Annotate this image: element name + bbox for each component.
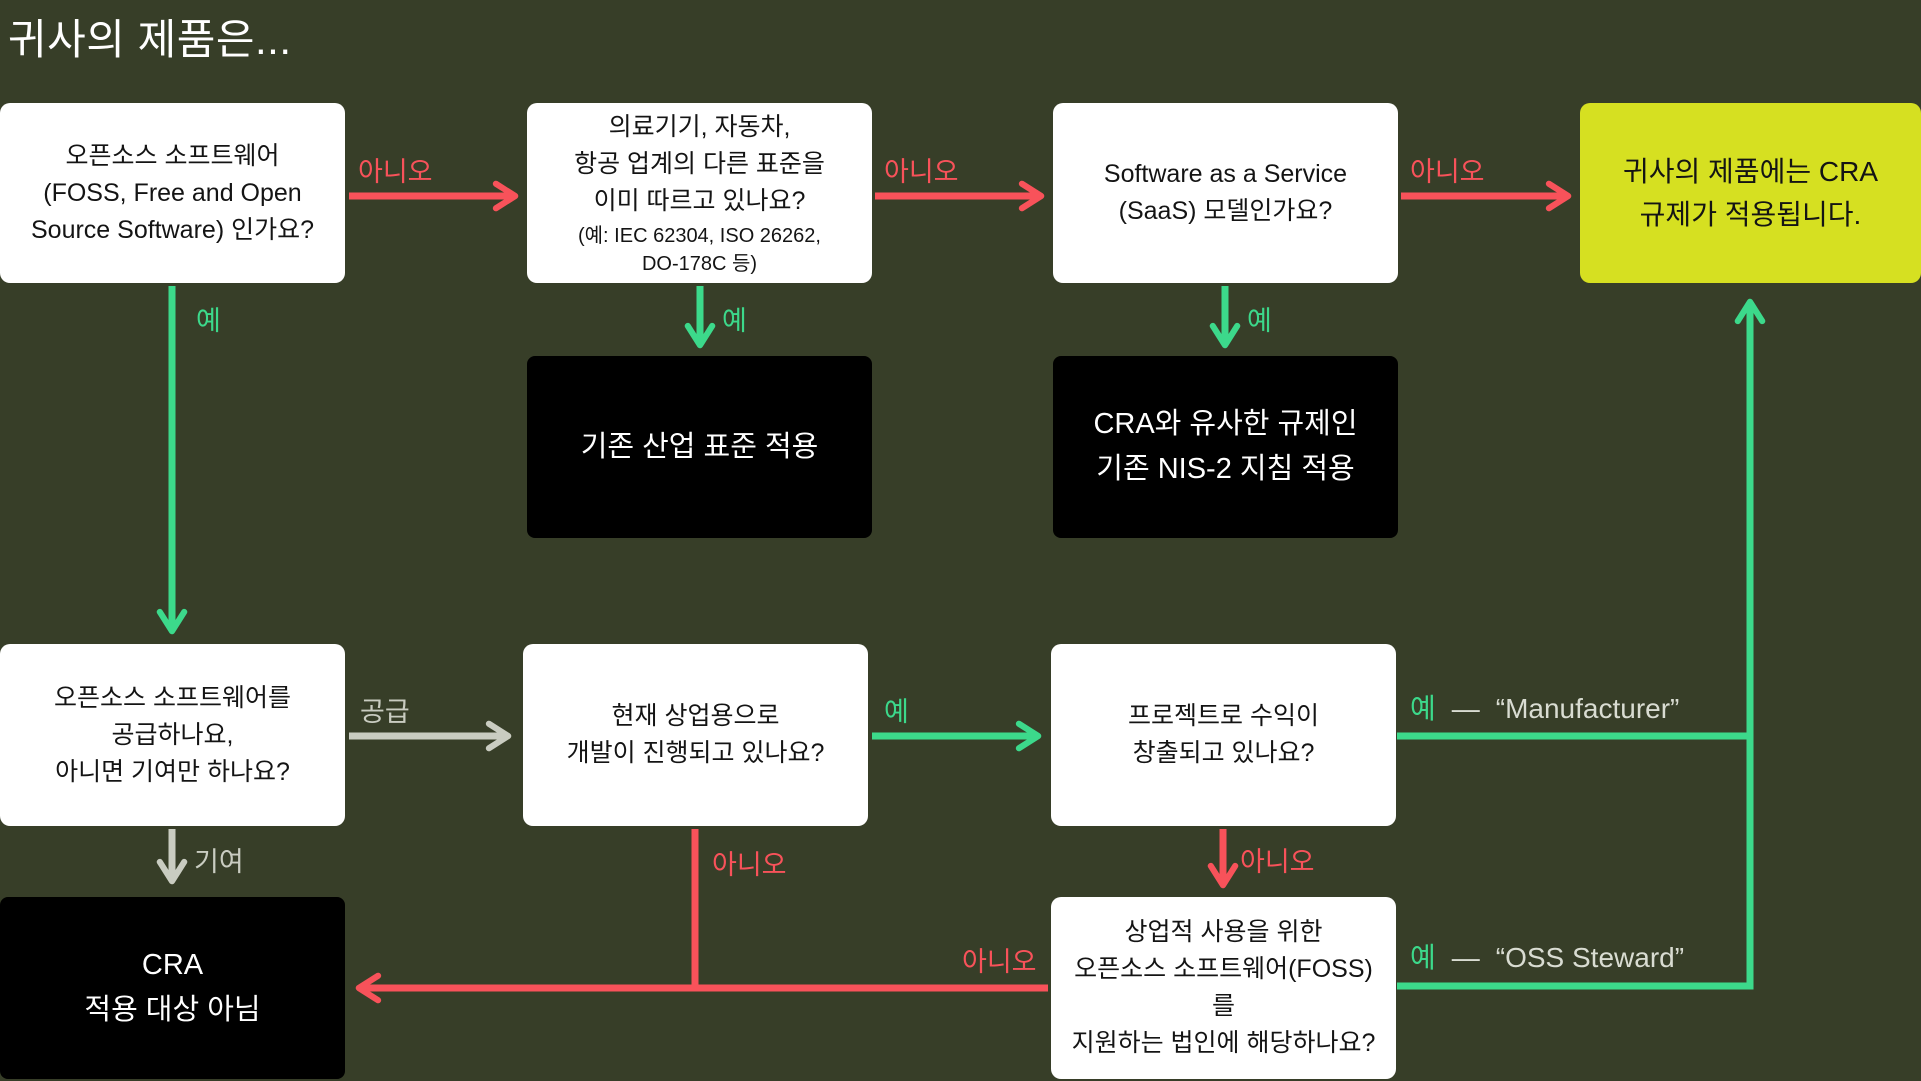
label-contribute: 기여 — [194, 847, 244, 877]
node-q-commercial-development: 현재 상업용으로 개발이 진행되고 있나요? — [523, 644, 868, 826]
label-saas-yes: 예 — [1247, 306, 1272, 336]
node-outcome-cra-not-applicable: CRA 적용 대상 아님 — [0, 897, 345, 1079]
node-q-industry-standards-subtext: (예: IEC 62304, ISO 26262, DO-178C 등) — [578, 224, 821, 275]
label-manufacturer-part: “Manufacturer” — [1495, 693, 1680, 724]
label-foss-no: 아니오 — [358, 157, 433, 187]
node-q-foss-legal-entity-text: 상업적 사용을 위한 오픈소스 소프트웨어(FOSS)를 지원하는 법인에 해당… — [1071, 918, 1376, 1057]
node-q-supply-or-contribute-text: 오픈소스 소프트웨어를 공급하나요, 아니면 기여만 하나요? — [54, 683, 291, 786]
label-standards-no: 아니오 — [884, 157, 959, 187]
label-dash-part: — — [1451, 942, 1480, 973]
node-outcome-nis2: CRA와 유사한 규제인 기존 NIS-2 지침 적용 — [1053, 356, 1398, 538]
label-foss-yes: 예 — [196, 306, 221, 336]
node-q-revenue: 프로젝트로 수익이 창출되고 있나요? — [1051, 644, 1396, 826]
node-q-saas-text: Software as a Service (SaaS) 모델인가요? — [1103, 160, 1348, 225]
node-q-saas: Software as a Service (SaaS) 모델인가요? — [1053, 103, 1398, 283]
label-entity-yes-oss-steward: 예 — “OSS Steward” — [1410, 936, 1684, 976]
label-saas-no: 아니오 — [1410, 157, 1485, 187]
node-q-revenue-text: 프로젝트로 수익이 창출되고 있나요? — [1128, 702, 1319, 767]
label-yes-part: 예 — [1410, 693, 1436, 724]
node-q-foss-text: 오픈소스 소프트웨어 (FOSS, Free and Open Source S… — [31, 141, 314, 244]
node-result-cra-applies-text: 귀사의 제품에는 CRA 규제가 적용됩니다. — [1623, 155, 1878, 230]
label-standards-yes: 예 — [722, 306, 747, 336]
node-q-foss: 오픈소스 소프트웨어 (FOSS, Free and Open Source S… — [0, 103, 345, 283]
page-title: 귀사의 제품은... — [8, 16, 292, 63]
node-q-supply-or-contribute: 오픈소스 소프트웨어를 공급하나요, 아니면 기여만 하나요? — [0, 644, 345, 826]
label-supply: 공급 — [360, 697, 410, 727]
node-outcome-industry-standard-text: 기존 산업 표준 적용 — [580, 430, 819, 463]
label-yes-part: 예 — [1410, 942, 1436, 973]
node-q-industry-standards-text: 의료기기, 자동차, 항공 업계의 다른 표준을 이미 따르고 있나요? — [574, 112, 825, 215]
label-dash-part: — — [1451, 693, 1480, 724]
node-outcome-industry-standard: 기존 산업 표준 적용 — [527, 356, 872, 538]
node-q-commercial-development-text: 현재 상업용으로 개발이 진행되고 있나요? — [566, 702, 825, 767]
label-commercial-no: 아니오 — [712, 850, 787, 880]
label-oss-steward-part: “OSS Steward” — [1495, 942, 1685, 973]
label-revenue-no: 아니오 — [1240, 847, 1315, 877]
label-entity-no: 아니오 — [962, 947, 1037, 977]
node-outcome-cra-not-applicable-text: CRA 적용 대상 아님 — [84, 949, 261, 1026]
node-outcome-nis2-text: CRA와 유사한 규제인 기존 NIS-2 지침 적용 — [1093, 408, 1358, 485]
label-commercial-yes: 예 — [884, 697, 909, 727]
node-result-cra-applies: 귀사의 제품에는 CRA 규제가 적용됩니다. — [1580, 103, 1921, 283]
node-q-industry-standards: 의료기기, 자동차, 항공 업계의 다른 표준을 이미 따르고 있나요? (예:… — [527, 103, 872, 283]
node-q-foss-legal-entity: 상업적 사용을 위한 오픈소스 소프트웨어(FOSS)를 지원하는 법인에 해당… — [1051, 897, 1396, 1079]
label-revenue-yes-manufacturer: 예 — “Manufacturer” — [1410, 687, 1679, 727]
